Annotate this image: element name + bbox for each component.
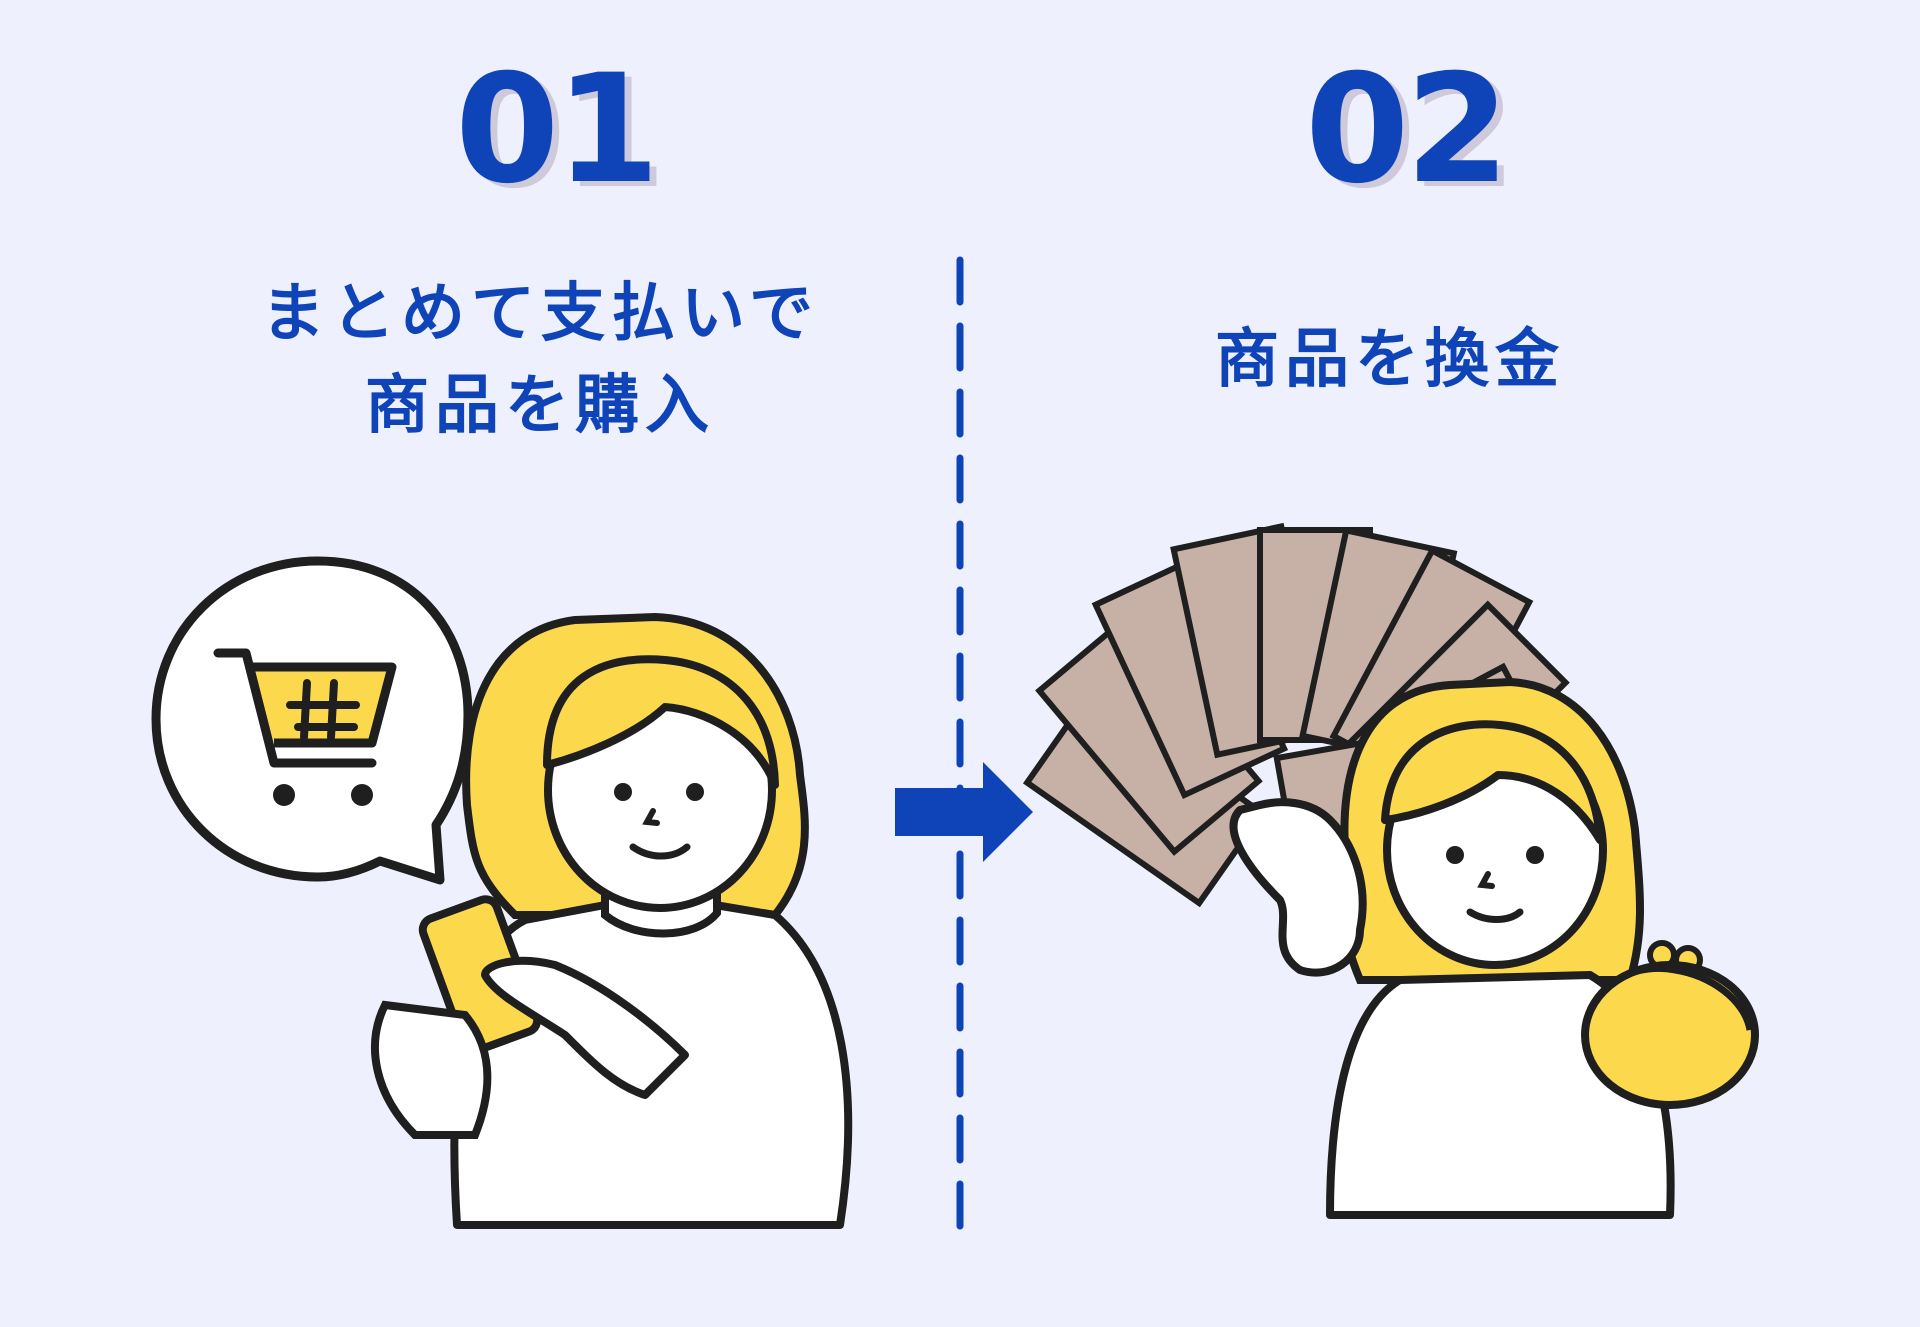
arrow-right-icon <box>895 762 1033 862</box>
step-1-number: 01 <box>455 43 660 217</box>
step-2-title-line-1: 商品を換金 <box>1215 323 1565 397</box>
step-1-title-line-1: まとめて支払いで <box>260 277 820 351</box>
dashed-divider <box>956 256 964 1244</box>
woman-with-purse-illustration <box>1229 677 1759 1219</box>
step-2-title: 商品を換金 <box>1070 314 1710 406</box>
step-2-number: 02 <box>1305 43 1510 217</box>
step-1-title-line-2: 商品を購入 <box>365 369 715 443</box>
coin-purse-icon <box>1581 940 1759 1109</box>
cart-icon <box>213 648 397 806</box>
woman-with-phone-illustration <box>371 612 853 1229</box>
step-1-title: まとめて支払いで 商品を購入 <box>220 268 860 452</box>
